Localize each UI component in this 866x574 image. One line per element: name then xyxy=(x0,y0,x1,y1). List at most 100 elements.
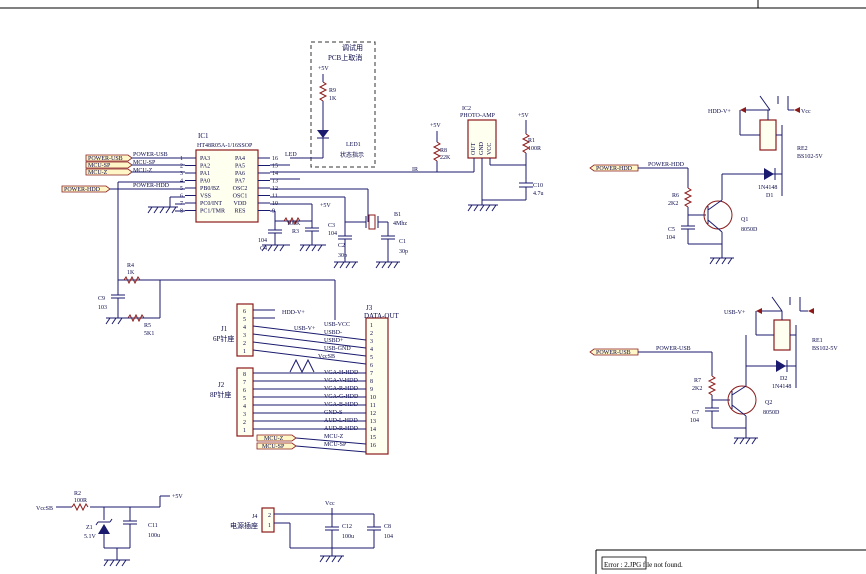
c9-ref: C9 xyxy=(98,296,105,302)
j2-pin-num-0: 8 xyxy=(243,372,246,378)
ic1-left-pin-num-2: 3 xyxy=(180,171,183,177)
z1-ref: Z1 xyxy=(86,525,93,531)
gnd-symbol-vss xyxy=(147,206,178,214)
debug-dashed-box xyxy=(310,41,376,168)
ic1-left-pin-num-1: 2 xyxy=(180,164,183,170)
led1-ref: LED1 xyxy=(346,142,361,148)
j2-pin-num-5: 3 xyxy=(243,412,246,418)
wire-mcu-z-j3 xyxy=(295,437,367,445)
j2-pin-num-3: 5 xyxy=(243,396,246,402)
ic1-left-pin-6: PC0/INT xyxy=(200,201,222,207)
error-message: Error : 2.JPG file not found. xyxy=(604,561,683,569)
d2-diode xyxy=(776,360,786,372)
re1-usb-tag: USB-V+ xyxy=(724,310,746,316)
gnd-symbol-c3 xyxy=(299,244,326,252)
gnd-symbol-c1 xyxy=(375,261,400,269)
vdd-plus5v: +5V xyxy=(320,203,331,209)
j1-wire-3 xyxy=(252,333,367,349)
gnd-symbol-ic2 xyxy=(467,204,498,212)
hdd-v-arrow xyxy=(740,107,746,113)
ic1-right-pin-7: RES xyxy=(234,209,245,215)
r7-ref: R7 xyxy=(694,378,701,384)
re1-switch-blade xyxy=(771,296,783,312)
j3-pin-num-9: 10 xyxy=(370,395,376,401)
tag-power-hdd: POWER-HDD xyxy=(64,187,101,193)
j3-net-3: USB-GND xyxy=(324,346,351,352)
net-power-usb: POWER-USB xyxy=(133,152,168,158)
c10-ref: C10 xyxy=(533,183,543,189)
ir-receiver-block: IR +5V R8 22K IC2 PHOTO-AMP OUT GND VCC … xyxy=(270,106,544,212)
j3-squiggle-wires xyxy=(289,358,315,374)
ic1-body xyxy=(195,149,259,223)
vccsb-j3-label: VccSB xyxy=(318,354,335,360)
ic1-right-pin-0: PA4 xyxy=(235,156,245,162)
vccsb-supply-block: VccSB R2 100R +5V Z1 5.1V C11 100u xyxy=(36,491,183,567)
c7-value: 104 xyxy=(690,418,699,424)
j3-name: DATA-OUT xyxy=(364,312,400,320)
r1-value: 100R xyxy=(528,146,541,152)
ic1-part-name: HT48R05A-1/16SSOP xyxy=(197,143,253,149)
gnd-symbol-j4 xyxy=(319,555,344,563)
j2-pin-num-4: 4 xyxy=(243,404,246,410)
b1-value: 4Mhz xyxy=(393,221,407,227)
j1-wire-2 xyxy=(252,325,367,341)
j1-pin-num-2: 4 xyxy=(243,325,246,331)
relay-re1-block: USB-V+ RE1 BS102-5V D2 1N4148 POWER-USB … xyxy=(589,296,838,445)
re2-switch-blade xyxy=(759,95,771,111)
tag-mcu-z-shape xyxy=(85,168,133,176)
tag-mcu-sp-j3-shape xyxy=(256,442,297,450)
j3-ref: J3 xyxy=(366,304,373,312)
r4-c9-r5-block: R4 1K C9 103 R5 5K1 xyxy=(98,263,336,337)
q1-collector-lead xyxy=(707,199,723,211)
d2-ref: D2 xyxy=(780,376,787,382)
ic1-left-pin-num-0: 1 xyxy=(180,156,183,162)
re1-coil xyxy=(773,319,791,351)
q2-ref: Q2 xyxy=(765,400,772,406)
tag-mcu-sp-shape xyxy=(85,161,133,169)
q1-emitter-lead xyxy=(707,219,723,233)
r7-value: 2K2 xyxy=(692,386,702,392)
c1-ref: C1 xyxy=(399,239,406,245)
r9-value: 1K xyxy=(329,96,337,102)
r6-value: 2K2 xyxy=(668,201,678,207)
usb-v-arrow xyxy=(756,308,762,314)
r3-resistor xyxy=(283,216,301,226)
r2-resistor xyxy=(71,502,89,512)
j4-ref: J4 xyxy=(252,514,257,520)
ic2-body xyxy=(467,119,497,159)
title-block: Error : 2.JPG file not found. xyxy=(595,549,866,574)
r3-value: 100K xyxy=(287,221,301,227)
re1-power-usb-tag: POWER-USB xyxy=(596,350,631,356)
re2-vcc: Vcc xyxy=(801,109,811,115)
j3-pin-num-10: 11 xyxy=(370,403,376,409)
j1-pin-num-0: 6 xyxy=(243,309,246,315)
j1-wire-5 xyxy=(252,349,367,365)
j1-wire-4 xyxy=(252,341,367,357)
tag-mcu-z-j3: MCU-Z xyxy=(264,436,284,442)
ic1-mcu: IC1 HT48R05A-1/16SSOP PA31PA22PA13PA04PB… xyxy=(180,132,278,223)
c12-ref: C12 xyxy=(342,524,352,530)
j3-pin-num-14: 15 xyxy=(370,435,376,441)
error-box xyxy=(601,556,647,570)
j2-desc: 8P针座 xyxy=(210,390,231,399)
ic1-ref: IC1 xyxy=(198,132,209,140)
gnd-symbol-c2 xyxy=(333,261,358,269)
tag-mcu-z-j3-shape xyxy=(256,434,297,442)
j2-pin-num-6: 2 xyxy=(243,420,246,426)
j1-desc: 6P针座 xyxy=(213,334,234,343)
r6-resistor xyxy=(683,187,693,208)
j1-pin-num-4: 2 xyxy=(243,341,246,347)
re2-net-label: POWER-HDD xyxy=(648,162,685,168)
j4-pin-2: 2 xyxy=(268,513,271,519)
j3-pin-num-6: 7 xyxy=(370,371,373,377)
net-power-hdd: POWER-HDD xyxy=(133,183,170,189)
led1-diode xyxy=(317,130,329,138)
usb-v-label: USB-V+ xyxy=(294,326,316,332)
gnd-symbol-supply xyxy=(103,559,130,567)
ic1-right-pin-num-1: 15 xyxy=(272,164,278,170)
r4-value: 1K xyxy=(127,270,135,276)
j3-pin-num-2: 3 xyxy=(370,339,373,345)
re2-ref: RE2 xyxy=(797,146,808,152)
